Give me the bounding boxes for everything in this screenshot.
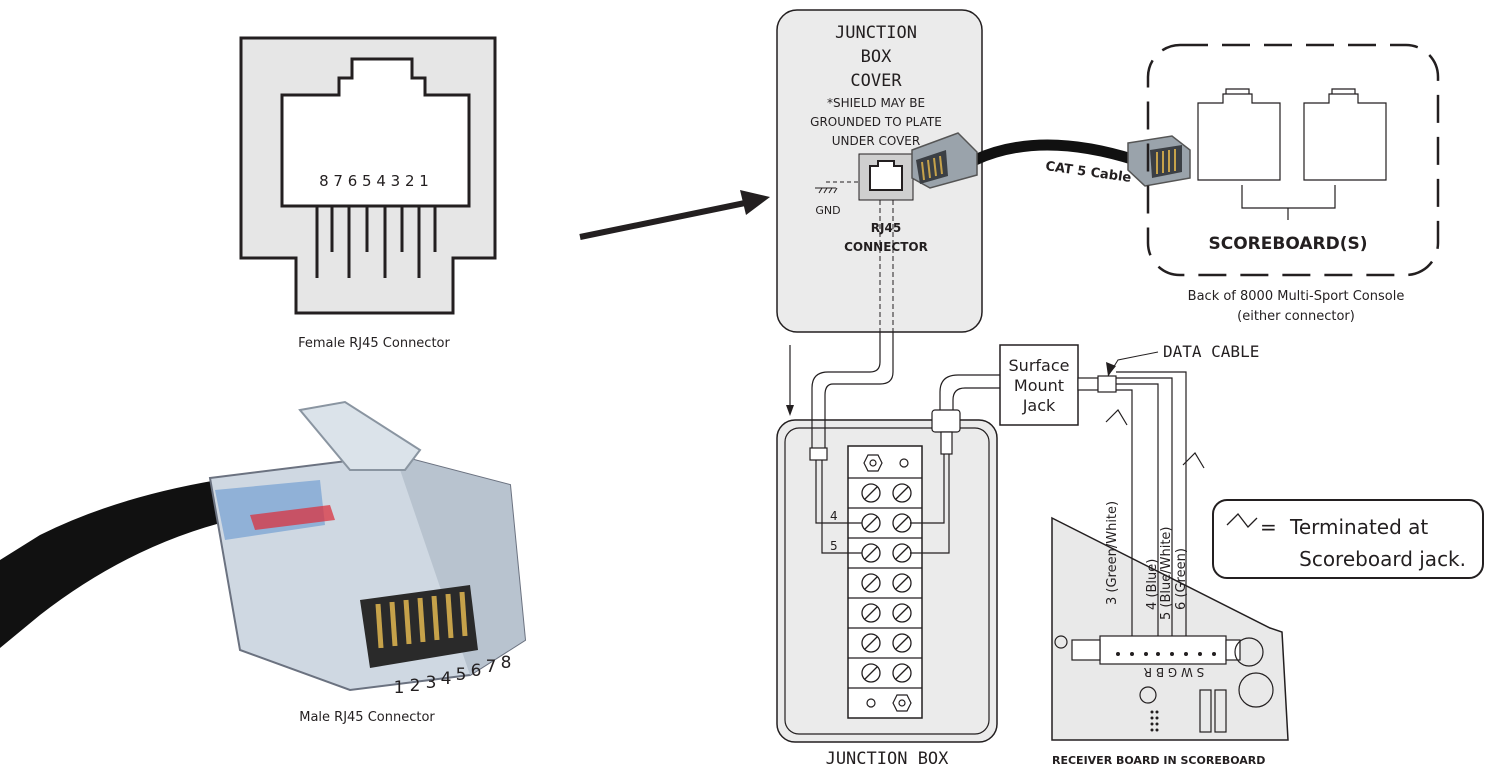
male-pin-6: 6 xyxy=(471,661,482,681)
surface-jack-line-1: Surface xyxy=(1009,356,1070,375)
wire-label-4: 4 (Blue) xyxy=(1145,559,1160,610)
gnd-label: GND xyxy=(815,204,840,217)
female-connector-caption: Female RJ45 Connector xyxy=(298,336,450,351)
cover-title-line-3: COVER xyxy=(850,71,902,91)
ground-icon xyxy=(815,181,859,194)
console-caption-line-2: (either connector) xyxy=(1237,309,1355,324)
cable-plug-right xyxy=(1127,135,1191,187)
cable-plug-left xyxy=(911,132,978,189)
male-connector-caption: Male RJ45 Connector xyxy=(299,710,435,725)
pointer-arrow xyxy=(579,190,770,240)
female-rj45-connector: 8 7 6 5 4 3 2 1 Female RJ45 Connector xyxy=(239,36,497,351)
cat5-cable-label: CAT 5 Cable xyxy=(1044,159,1132,186)
surface-jack-line-3: Jack xyxy=(1022,396,1056,415)
legend-equals: = xyxy=(1260,515,1277,539)
male-pin-3: 3 xyxy=(426,673,437,693)
surface-mount-jack: Surface Mount Jack DATA CABLE xyxy=(999,342,1259,426)
junction-box-cover: JUNCTION BOX COVER *SHIELD MAY BE GROUND… xyxy=(776,9,983,333)
male-pin-4: 4 xyxy=(441,669,452,689)
male-pin-8: 8 xyxy=(501,653,512,673)
cover-note-line-3: UNDER COVER xyxy=(832,134,920,148)
receiver-pin-letters: S W G B R xyxy=(1144,665,1205,679)
male-pin-1: 1 xyxy=(394,678,405,698)
legend-line-1: Terminated at xyxy=(1289,515,1428,539)
cover-title-line-2: BOX xyxy=(861,47,892,67)
termination-legend: = Terminated at Scoreboard jack. xyxy=(1212,499,1484,579)
console-jack-2 xyxy=(1303,88,1387,181)
junction-box-label: JUNCTION BOX xyxy=(826,749,950,769)
scoreboard-label: SCOREBOARD(S) xyxy=(1209,234,1368,254)
terminal-screws xyxy=(861,483,912,683)
wire-label-5: 5 (Blue/White) xyxy=(1159,527,1174,621)
female-pin-numbers: 8 7 6 5 4 3 2 1 xyxy=(319,172,429,190)
male-pin-5: 5 xyxy=(456,665,467,685)
rj45-label-line-2: CONNECTOR xyxy=(844,240,928,254)
rj45-label-line-1: RJ45 xyxy=(871,221,901,235)
wire-label-6: 6 (Green) xyxy=(1174,548,1189,610)
receiver-board-label: RECEIVER BOARD IN SCOREBOARD xyxy=(1052,754,1265,767)
terminal-number-4: 4 xyxy=(830,509,838,523)
surface-jack-line-2: Mount xyxy=(1014,376,1064,395)
male-rj45-connector: 1 2 3 4 5 6 7 8 Male RJ45 Connector xyxy=(0,400,527,725)
data-cable-label: DATA CABLE xyxy=(1163,342,1259,361)
receiver-connector xyxy=(1099,635,1227,665)
male-pin-2: 2 xyxy=(410,676,421,696)
console-caption-line-1: Back of 8000 Multi-Sport Console xyxy=(1188,289,1405,304)
legend-line-2: Scoreboard jack. xyxy=(1299,547,1466,571)
cover-note-line-2: GROUNDED TO PLATE xyxy=(810,115,942,129)
cover-note-line-1: *SHIELD MAY BE xyxy=(827,96,925,110)
junction-box: 4 5 JUNCTION BOX xyxy=(776,332,1000,769)
console-back: SCOREBOARD(S) Back of 8000 Multi-Sport C… xyxy=(1146,43,1440,324)
cover-title-line-1: JUNCTION xyxy=(835,23,917,43)
male-contacts xyxy=(375,591,468,649)
male-pin-7: 7 xyxy=(486,657,497,677)
male-cable xyxy=(0,478,232,648)
terminal-number-5: 5 xyxy=(830,539,838,553)
wire-label-3: 3 (Green/White) xyxy=(1105,501,1120,605)
receiver-board: 3 (Green/White) 4 (Blue) 5 (Blue/White) … xyxy=(1051,371,1289,767)
console-jack-1 xyxy=(1197,88,1281,181)
female-pin-lines xyxy=(315,206,437,278)
termination-mark-icon xyxy=(1226,513,1258,528)
